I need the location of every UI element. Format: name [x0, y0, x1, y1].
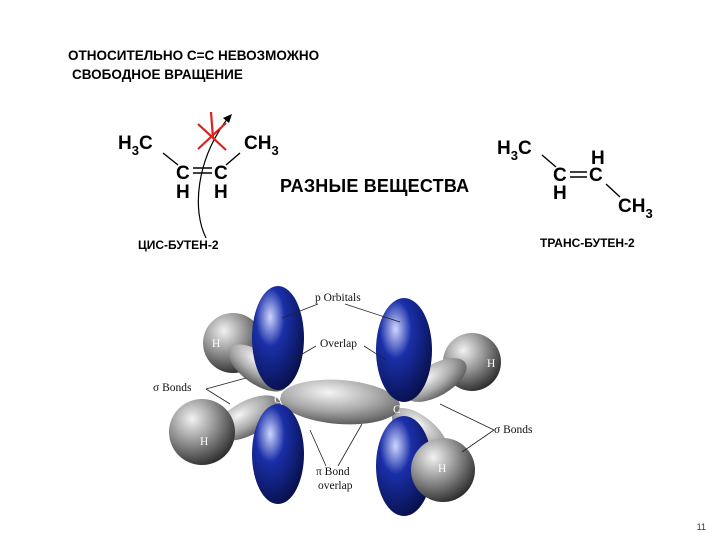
trans-hydrogen-top: H [591, 148, 605, 169]
heading-line-2: СВОБОДНОЕ ВРАЩЕНИЕ [72, 67, 243, 82]
trans-ch3-subscript: 3 [645, 206, 653, 221]
cis-h3c-group: H3C [118, 133, 153, 158]
heading: ОТНОСИТЕЛЬНО С=С НЕВОЗМОЖНО СВОБОДНОЕ ВР… [68, 46, 319, 84]
atom-label-c-right: C [393, 404, 401, 416]
cis-carbon-1: C [176, 163, 190, 184]
carbon-carbon-sigma-bond [280, 379, 400, 425]
hydrogen-atom-front-left [169, 399, 235, 465]
p-orbital-lobe-bottom-left [252, 404, 304, 504]
cis-carbon-2: C [214, 163, 228, 184]
cis-h3c-h: H [118, 133, 132, 154]
trans-carbon-1: C [553, 165, 567, 186]
p-orbital-lobe-top-left [252, 286, 304, 390]
cis-ch3-ch: CH [244, 133, 272, 154]
cis-name: ЦИС-БУТЕН-2 [138, 238, 219, 252]
atom-label-c-left: C [274, 394, 282, 406]
pi-bond-label-line-2: overlap [318, 480, 353, 492]
cis-ch3-group: CH3 [244, 133, 279, 158]
cis-ch3-subscript: 3 [271, 143, 279, 158]
atom-label-h-back-right: H [487, 358, 496, 370]
trans-carbon-2: C [589, 165, 603, 186]
trans-h3c-c: C [517, 138, 532, 159]
trans-h3c-group: H3C [497, 138, 532, 163]
cis-h3c-c: C [138, 133, 153, 154]
atom-label-h-front-left: H [200, 436, 209, 448]
trans-h3c-h: H [497, 138, 511, 159]
sigma-bonds-left-label: σ Bonds [153, 382, 192, 394]
pi-bond-label-line-1: π Bond [316, 466, 350, 478]
p-orbital-lobe-top-right [376, 298, 432, 402]
trans-ch3-ch: CH [618, 196, 646, 217]
hydrogen-atom-front-right [411, 438, 475, 502]
cis-h3c-subscript: 3 [131, 143, 139, 158]
p-orbitals-label: p Orbitals [315, 292, 361, 304]
sigma-bonds-right-label: σ Bonds [494, 424, 533, 436]
overlap-label: Overlap [320, 338, 358, 350]
trans-hydrogen-bottom: H [553, 183, 567, 204]
atom-label-h-front-right: H [438, 463, 447, 475]
cis-hydrogen-1: H [176, 182, 190, 203]
cis-hydrogen-2: H [214, 182, 228, 203]
page-number: 11 [696, 522, 706, 532]
atom-label-h-back-left: H [212, 338, 221, 350]
heading-line-1: ОТНОСИТЕЛЬНО С=С НЕВОЗМОЖНО [68, 48, 320, 63]
trans-h3c-subscript: 3 [510, 148, 518, 163]
trans-name: ТРАНС-БУТЕН-2 [540, 236, 635, 250]
p-orbital-lobe-bottom-right [376, 416, 432, 516]
trans-ch3-group: CH3 [618, 196, 653, 221]
different-substances-text: РАЗНЫЕ ВЕЩЕСТВА [280, 176, 470, 196]
